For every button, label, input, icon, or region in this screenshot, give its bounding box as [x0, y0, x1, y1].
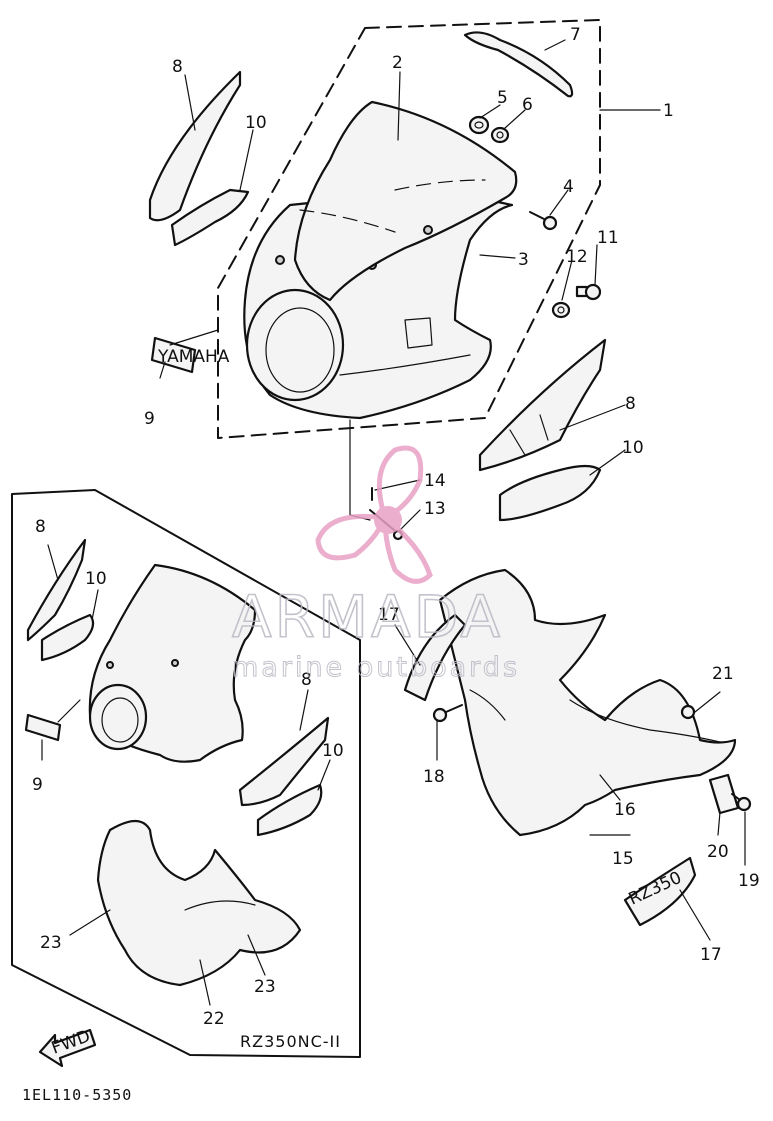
callout-15: 15 — [612, 849, 634, 869]
spacer-20 — [708, 773, 740, 815]
watermark-propeller-icon — [315, 445, 433, 584]
callout-17-emblem: 17 — [700, 945, 722, 965]
callout-8-upper-left: 8 — [172, 57, 183, 77]
washer-12 — [551, 301, 571, 319]
decal-10-variant-left — [40, 613, 95, 662]
callout-17-small: 17 — [378, 605, 400, 625]
callout-19: 19 — [738, 871, 760, 891]
callout-4: 4 — [563, 177, 574, 197]
variant-boundary-box — [11, 489, 361, 1058]
callout-20: 20 — [707, 842, 729, 862]
callout-9-variant: 9 — [32, 775, 43, 795]
watermark-title: ARMADA — [232, 583, 503, 651]
callout-8-variant-left: 8 — [35, 517, 46, 537]
watermark: ARMADA marine outboards — [231, 445, 520, 684]
callout-10-right: 10 — [622, 438, 644, 458]
nut-5 — [468, 115, 490, 135]
callout-13: 13 — [424, 499, 446, 519]
callout-8-right: 8 — [625, 394, 636, 414]
yamaha-emblem-variant — [24, 713, 62, 742]
callout-3: 3 — [518, 250, 529, 270]
rz-emblem: RZ350 — [623, 856, 697, 927]
callout-22: 22 — [203, 1009, 225, 1029]
callout-23-left: 23 — [40, 933, 62, 953]
callout-12: 12 — [566, 247, 588, 267]
screw-18 — [432, 704, 463, 723]
screw-19 — [731, 793, 752, 812]
decal-8-right — [478, 338, 607, 472]
callout-5: 5 — [497, 88, 508, 108]
callout-8-variant-right: 8 — [301, 670, 312, 690]
callout-10-variant-left: 10 — [85, 569, 107, 589]
trim-strip — [463, 31, 574, 98]
lower-cowling — [438, 568, 737, 837]
callout-11: 11 — [597, 228, 619, 248]
drawing-code: 1EL110-5350 — [22, 1086, 132, 1104]
callout-23-right: 23 — [254, 977, 276, 997]
callout-10-upper-left: 10 — [245, 113, 267, 133]
bolt-11 — [575, 283, 602, 301]
callout-1: 1 — [663, 101, 674, 121]
decal-10-upper-left — [170, 188, 250, 247]
decal-8-variant-right — [238, 716, 330, 807]
callout-18: 18 — [423, 767, 445, 787]
decal-8-upper-left — [148, 70, 242, 222]
variant-cowling — [88, 563, 257, 763]
nut-21 — [680, 704, 696, 720]
callout-9-upper: 9 — [144, 409, 155, 429]
decal-10-variant-right — [256, 783, 323, 837]
callout-14: 14 — [424, 471, 446, 491]
fwd-arrow: FWD — [38, 1026, 97, 1068]
watermark-subtitle: marine outboards — [232, 652, 520, 683]
screw-4 — [529, 211, 558, 231]
yamaha-emblem-text: YAMAHA — [157, 347, 230, 367]
callout-2: 2 — [392, 53, 403, 73]
windscreen — [293, 100, 518, 302]
callouts: 1 2 3 4 5 6 7 8 9 10 11 12 8 10 14 13 8 … — [32, 25, 760, 1029]
yamaha-emblem-upper: YAMAHA — [150, 336, 230, 374]
assembly-boundary-upper — [217, 19, 601, 439]
callout-21: 21 — [712, 664, 734, 684]
callout-7: 7 — [570, 25, 581, 45]
leader-lines — [41, 39, 746, 1006]
variant-model-label: RZ350NC-II — [240, 1032, 341, 1051]
variant-lower-cowling — [96, 819, 302, 987]
callout-6: 6 — [522, 95, 533, 115]
washer-6 — [490, 126, 510, 144]
callout-16: 16 — [614, 800, 636, 820]
decal-10-right — [498, 464, 602, 522]
decal-8-variant-left — [26, 538, 87, 642]
callout-10-variant-right: 10 — [322, 741, 344, 761]
